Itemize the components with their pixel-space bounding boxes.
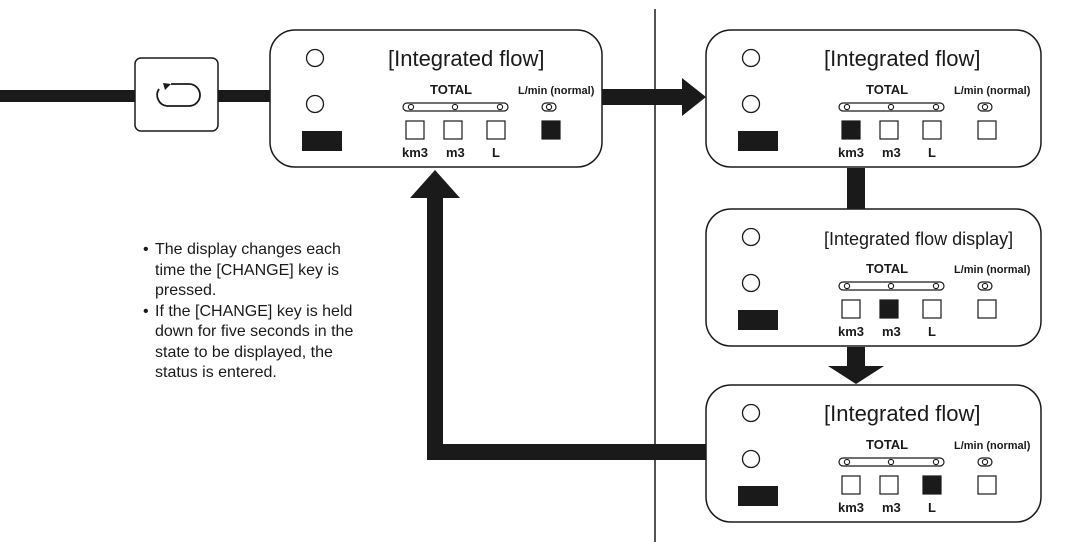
selector-dot xyxy=(407,103,415,111)
rotate-arrow-icon xyxy=(156,83,201,107)
unit-indicator-km3 xyxy=(405,120,425,140)
panel-title: [Integrated flow] xyxy=(388,46,545,71)
selector-dot xyxy=(981,103,989,111)
unit-label: L xyxy=(928,145,936,160)
mode-selector-bar xyxy=(977,281,993,291)
unit-label: km3 xyxy=(838,145,864,160)
unit-indicator-m3 xyxy=(879,299,899,319)
panel-frame xyxy=(269,29,603,168)
selector-dot xyxy=(981,458,989,466)
indicator-lamp xyxy=(305,48,325,68)
display-panel: [Integrated flow] TOTAL L/min (normal) km3 m… xyxy=(269,29,603,168)
unit-indicator-km3 xyxy=(841,475,861,495)
unit-indicator-km3 xyxy=(841,299,861,319)
selector-dot xyxy=(843,458,851,466)
selector-dot xyxy=(981,282,989,290)
indicator-lamp xyxy=(741,403,761,423)
selector-dot xyxy=(545,103,553,111)
mode-indicator xyxy=(977,299,997,319)
total-selector-bar xyxy=(838,457,945,467)
input-line xyxy=(0,90,135,102)
unit-label: L xyxy=(492,145,500,160)
unit-label: km3 xyxy=(402,145,428,160)
unit-indicator-m3 xyxy=(443,120,463,140)
mode-indicator xyxy=(977,475,997,495)
indicator-lamp xyxy=(305,94,325,114)
return-arrow-to-panel1 xyxy=(410,170,708,460)
note-item: If the [CHANGE] key is held down for fiv… xyxy=(143,302,363,384)
panel-title: [Integrated flow display] xyxy=(824,229,1013,249)
panel-frame xyxy=(705,208,1042,347)
selector-dot xyxy=(496,103,504,111)
indicator-lamp xyxy=(741,273,761,293)
selector-dot xyxy=(887,103,895,111)
total-label: TOTAL xyxy=(430,82,472,97)
arrow-panel1-to-panel2 xyxy=(602,78,706,116)
display-block xyxy=(302,131,342,151)
indicator-lamp xyxy=(741,48,761,68)
mode-selector-bar xyxy=(977,457,993,467)
mode-label: L/min (normal) xyxy=(954,440,1031,452)
indicator-lamp xyxy=(741,94,761,114)
unit-indicator-L xyxy=(486,120,506,140)
arrow-panel3-to-panel4 xyxy=(828,347,884,384)
total-selector-bar xyxy=(838,102,945,112)
unit-label: m3 xyxy=(882,145,901,160)
unit-label: m3 xyxy=(882,500,901,515)
mode-selector-bar xyxy=(977,102,993,112)
unit-indicator-km3 xyxy=(841,120,861,140)
display-panel: [Integrated flow] TOTAL L/min (normal) km3 m… xyxy=(705,384,1042,523)
panel-title: [Integrated flow] xyxy=(824,46,981,71)
unit-label: m3 xyxy=(882,324,901,339)
mode-label: L/min (normal) xyxy=(954,85,1031,97)
unit-indicator-L xyxy=(922,120,942,140)
connector-panel2-to-panel3 xyxy=(847,168,865,210)
unit-indicator-m3 xyxy=(879,475,899,495)
total-label: TOTAL xyxy=(866,82,908,97)
indicator-lamp xyxy=(741,227,761,247)
display-panels: [Integrated flow] TOTAL L/min (normal) km3 m… xyxy=(269,29,1042,523)
selector-dot xyxy=(887,458,895,466)
selector-dot xyxy=(451,103,459,111)
note-item: The display changes each time the [CHANG… xyxy=(143,240,363,302)
total-selector-bar xyxy=(402,102,509,112)
key-to-panel-line xyxy=(218,90,270,102)
unit-label: L xyxy=(928,500,936,515)
total-label: TOTAL xyxy=(866,437,908,452)
display-panel: [Integrated flow] TOTAL L/min (normal) km3 m… xyxy=(705,29,1042,168)
mode-indicator xyxy=(977,120,997,140)
display-panel: [Integrated flow display] TOTAL L/min (nor… xyxy=(705,208,1042,347)
mode-label: L/min (normal) xyxy=(954,264,1031,276)
panel-frame xyxy=(705,29,1042,168)
indicator-lamp xyxy=(741,449,761,469)
unit-indicator-m3 xyxy=(879,120,899,140)
display-block xyxy=(738,310,778,330)
unit-label: km3 xyxy=(838,500,864,515)
unit-label: km3 xyxy=(838,324,864,339)
change-key-button[interactable] xyxy=(134,57,219,132)
display-block xyxy=(738,131,778,151)
mode-label: L/min (normal) xyxy=(518,85,595,97)
selector-dot xyxy=(887,282,895,290)
flow-connectors xyxy=(0,78,884,460)
selector-dot xyxy=(932,103,940,111)
unit-indicator-L xyxy=(922,299,942,319)
unit-indicator-L xyxy=(922,475,942,495)
total-label: TOTAL xyxy=(866,261,908,276)
panel-title: [Integrated flow] xyxy=(824,401,981,426)
display-block xyxy=(738,486,778,506)
selector-dot xyxy=(932,282,940,290)
selector-dot xyxy=(843,103,851,111)
unit-label: L xyxy=(928,324,936,339)
unit-label: m3 xyxy=(446,145,465,160)
panel-frame xyxy=(705,384,1042,523)
total-selector-bar xyxy=(838,281,945,291)
instruction-notes: The display changes each time the [CHANG… xyxy=(143,240,363,384)
mode-indicator xyxy=(541,120,561,140)
selector-dot xyxy=(932,458,940,466)
selector-dot xyxy=(843,282,851,290)
mode-selector-bar xyxy=(541,102,557,112)
